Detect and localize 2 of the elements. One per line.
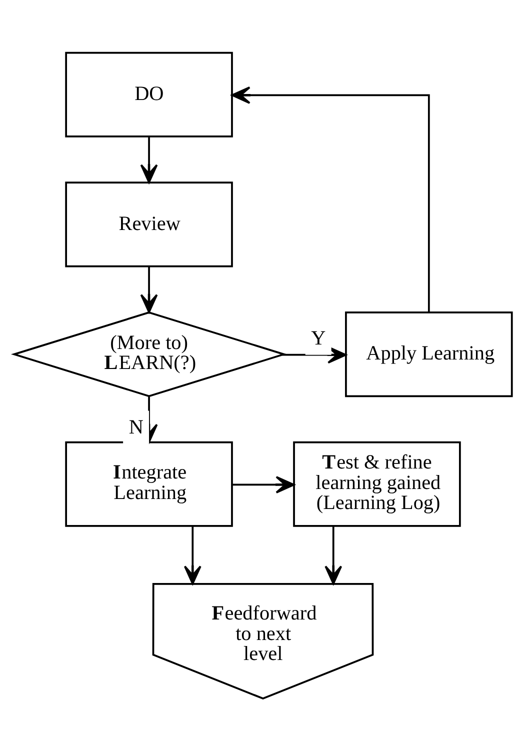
edge-label: N xyxy=(128,416,144,438)
edge-label: Y xyxy=(311,327,326,350)
